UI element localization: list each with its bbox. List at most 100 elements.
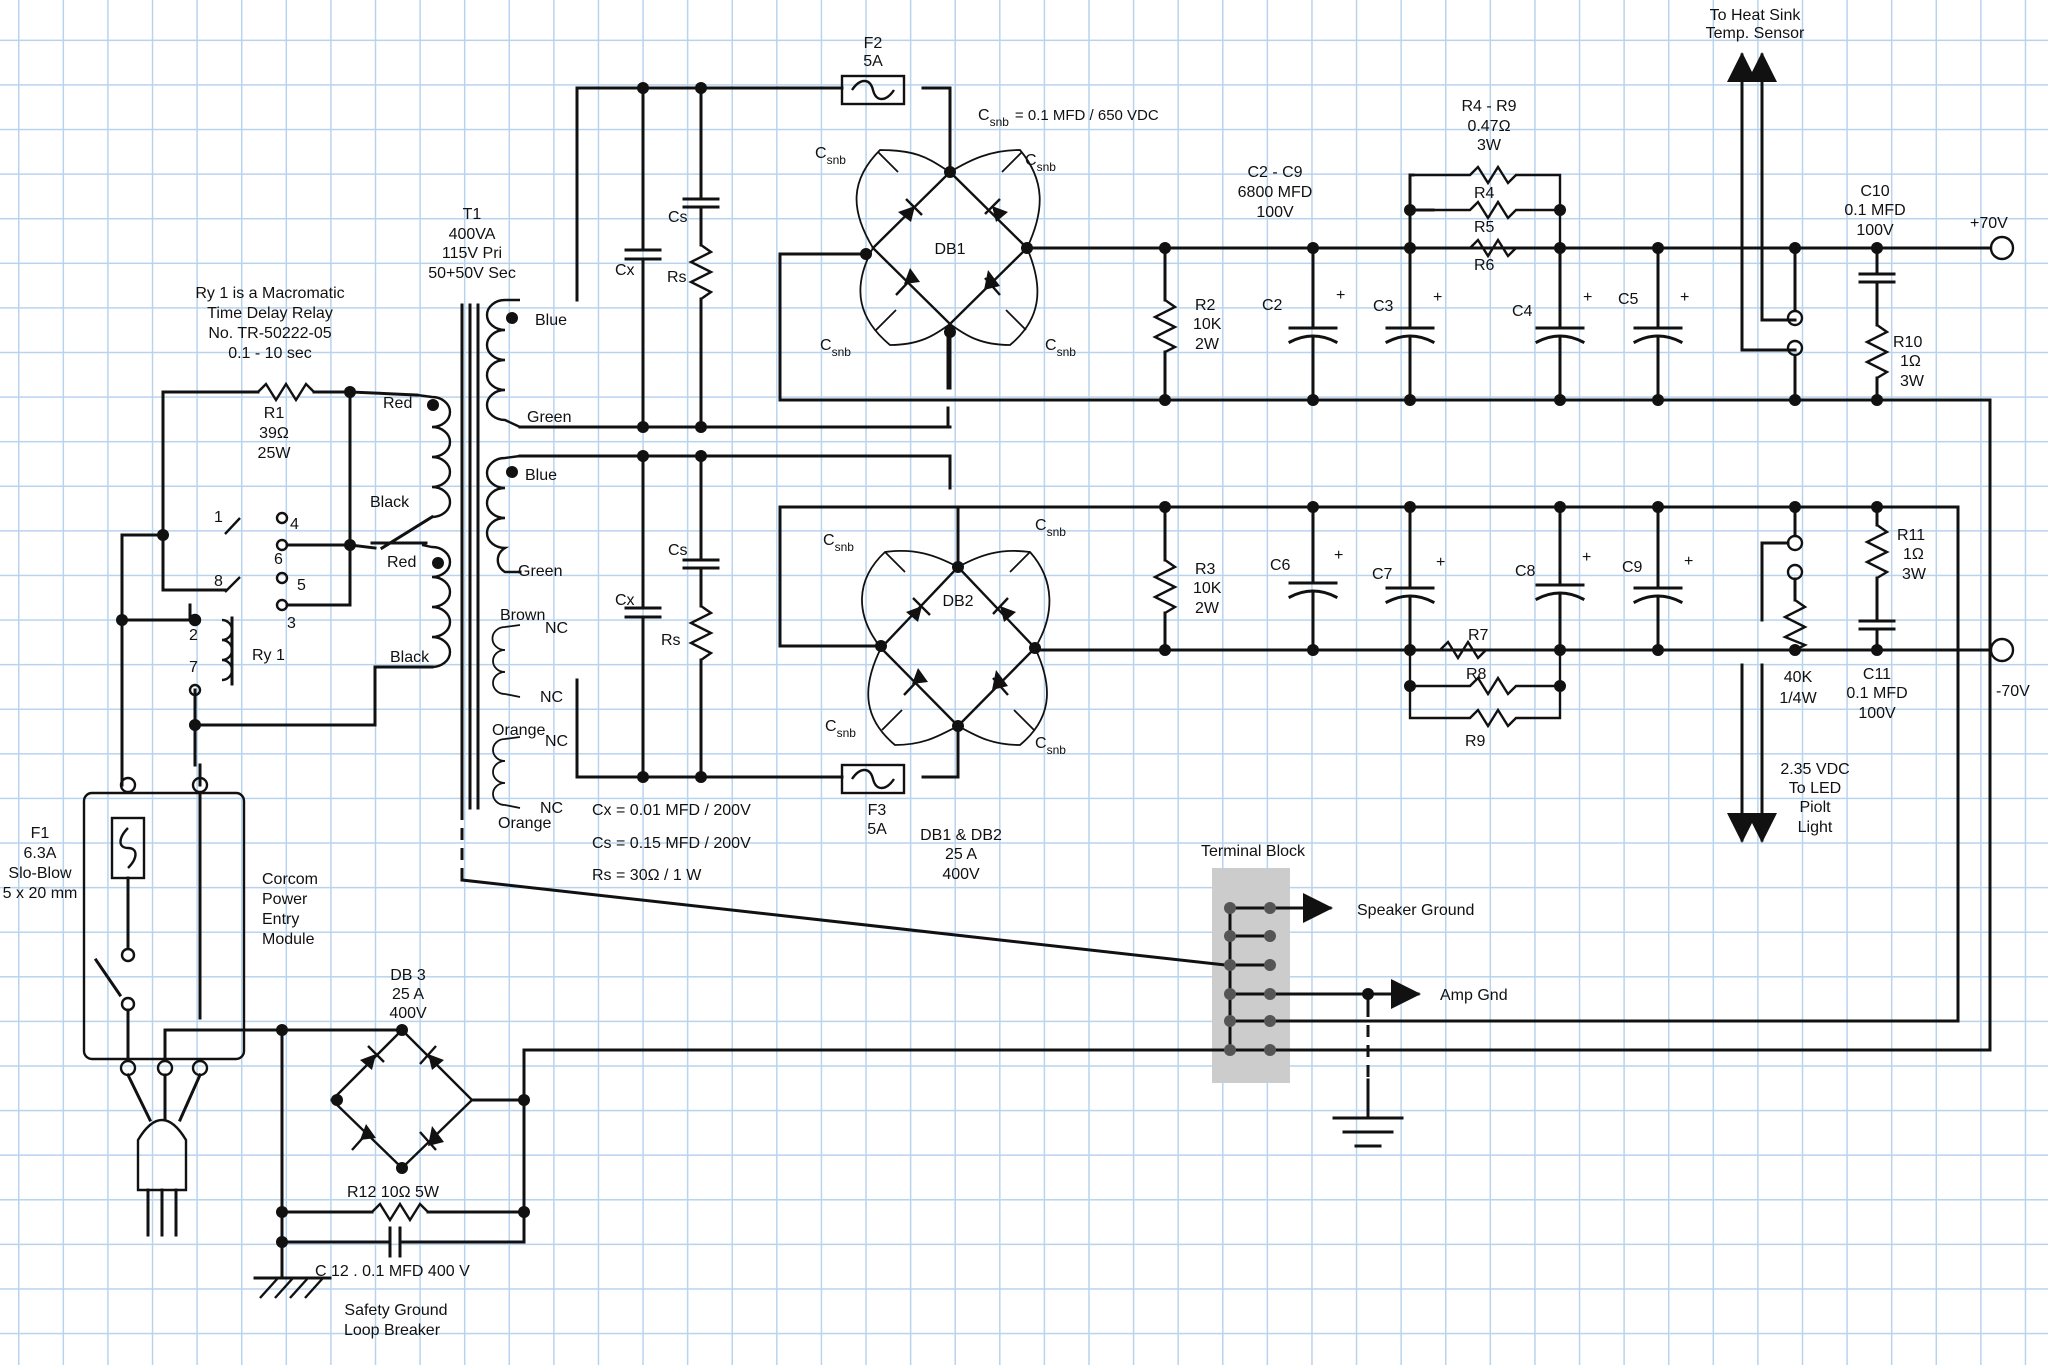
- led-label: 2.35 VDC: [1780, 761, 1849, 778]
- amp-gnd-label: Amp Gnd: [1440, 987, 1508, 1004]
- orange-label: Orange: [498, 815, 551, 832]
- db2-input-wiring: [518, 450, 960, 783]
- corcom-label: Power: [262, 891, 308, 908]
- relay-ry1: [116, 381, 419, 787]
- db2-label: DB2: [942, 593, 973, 610]
- cx-label: Cx: [615, 262, 635, 279]
- c11-label: C11: [1863, 666, 1891, 683]
- f1-label: Slo-Blow: [8, 865, 72, 882]
- r5-label: R5: [1474, 219, 1495, 236]
- relay-pin: 6: [274, 551, 283, 568]
- c2c9-label: C2 - C9: [1247, 164, 1302, 181]
- c2c9-label: 6800 MFD: [1238, 184, 1313, 201]
- r1-label: 39Ω: [259, 425, 289, 442]
- c10-label: 100V: [1856, 222, 1894, 239]
- r4r9-label: R4 - R9: [1461, 98, 1516, 115]
- r10-label: 3W: [1900, 373, 1925, 390]
- speaker-ground-label: Speaker Ground: [1357, 902, 1474, 919]
- r4-label: R4: [1474, 185, 1495, 202]
- ry1-note: Time Delay Relay: [207, 305, 333, 322]
- relay-pin: 5: [297, 577, 306, 594]
- r11-label: 3W: [1902, 566, 1927, 583]
- r2-label: R2: [1195, 297, 1216, 314]
- db-rating: DB1 & DB2: [920, 827, 1002, 844]
- db3-label: 25 A: [392, 986, 424, 1003]
- c5-label: C5: [1618, 291, 1639, 308]
- plus-sign: +: [1336, 287, 1345, 304]
- corcom-label: Corcom: [262, 871, 318, 888]
- ry1-note: 0.1 - 10 sec: [228, 345, 312, 362]
- r6-label: R6: [1474, 257, 1495, 274]
- led-label: Light: [1798, 819, 1833, 836]
- t1-label: 400VA: [449, 226, 496, 243]
- c6-label: C6: [1270, 557, 1291, 574]
- r3-label: R3: [1195, 561, 1216, 578]
- r2-label: 10K: [1193, 316, 1222, 333]
- csnb-legend: Csnb= 0.1 MFD / 650 VDC: [978, 107, 1159, 129]
- ry1-note: No. TR-50222-05: [208, 325, 331, 342]
- r3-label: 10K: [1193, 580, 1222, 597]
- csnb-label: Csnb: [823, 532, 854, 554]
- relay-pin: 4: [290, 516, 299, 533]
- f2-label: 5A: [863, 53, 883, 70]
- safety-ground-label: Loop Breaker: [344, 1322, 441, 1339]
- heat-sink-label: Temp. Sensor: [1706, 25, 1805, 42]
- relay-pin: 1: [214, 509, 223, 526]
- bridge-db3: [253, 1024, 1242, 1299]
- transformer-t1: [370, 298, 1227, 967]
- r4r9-label: 0.47Ω: [1467, 118, 1510, 135]
- heat-sink-label: To Heat Sink: [1710, 7, 1802, 24]
- positive-rail: [778, 52, 2015, 660]
- csnb-label: Csnb: [1045, 337, 1076, 359]
- t1-label: T1: [463, 206, 482, 223]
- orange-label: Orange: [492, 722, 545, 739]
- f3-label: F3: [868, 802, 887, 819]
- rs-label: Rs: [661, 632, 681, 649]
- c3-label: C3: [1373, 298, 1394, 315]
- relay-pin: 2: [189, 627, 198, 644]
- r1-label: R1: [264, 405, 285, 422]
- r7-label: R7: [1468, 627, 1489, 644]
- t1-label: 115V Pri: [442, 245, 502, 262]
- db-rating: 400V: [942, 866, 980, 883]
- cs-value: Cs = 0.15 MFD / 200V: [592, 835, 751, 852]
- c4-label: C4: [1512, 303, 1533, 320]
- schematic-labels: To Heat Sink Temp. Sensor F2 5A Csnb= 0.…: [3, 7, 2030, 1339]
- terminal-block: [1224, 656, 1992, 1148]
- terminal-block-label: Terminal Block: [1201, 843, 1306, 860]
- nc-label: NC: [540, 689, 563, 706]
- c8-label: C8: [1515, 563, 1536, 580]
- r4r9-label: 3W: [1477, 137, 1502, 154]
- csnb-label: Csnb: [1035, 517, 1066, 539]
- minus70-label: -70V: [1996, 683, 2030, 700]
- r11-label: R11: [1897, 527, 1925, 544]
- black-label: Black: [370, 494, 410, 511]
- csnb-label: Csnb: [820, 337, 851, 359]
- ry1-note: Ry 1 is a Macromatic: [195, 285, 344, 302]
- r11-label: 1Ω: [1903, 546, 1924, 563]
- red-label: Red: [383, 395, 412, 412]
- r12-label: R12 10Ω 5W: [347, 1184, 440, 1201]
- relay-pin: 3: [287, 615, 296, 632]
- c7-label: C7: [1372, 566, 1393, 583]
- relay-pin: 7: [189, 659, 198, 676]
- blue-label: Blue: [525, 467, 557, 484]
- plus-sign: +: [1680, 289, 1689, 306]
- corcom-label: Entry: [262, 911, 299, 928]
- bridge-db1: [855, 149, 1041, 390]
- c11-label: 0.1 MFD: [1846, 685, 1907, 702]
- negative-rail: [778, 501, 2015, 1022]
- led-label: Piolt: [1799, 799, 1831, 816]
- f1-label: 6.3A: [24, 845, 57, 862]
- c11-label: 100V: [1858, 705, 1896, 722]
- safety-ground-label: Safety Ground: [344, 1302, 447, 1319]
- fuse-f2: [840, 74, 906, 106]
- db3-label: DB 3: [390, 967, 426, 984]
- blue-label: Blue: [535, 312, 567, 329]
- plus-sign: +: [1582, 549, 1591, 566]
- black-label: Black: [390, 649, 430, 666]
- r2-label: 2W: [1195, 336, 1220, 353]
- corcom-label: Module: [262, 931, 315, 948]
- plus-sign: +: [1334, 547, 1343, 564]
- db1-input-wiring: [518, 82, 952, 433]
